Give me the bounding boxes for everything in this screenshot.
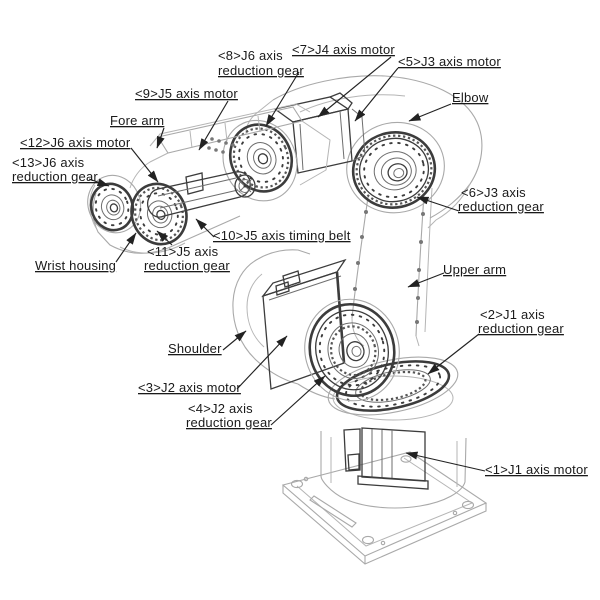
j4-flange-ring (222, 119, 298, 202)
label-j5-motor: <9>J5 axis motor (135, 86, 238, 101)
leader-upper-arm (407, 272, 445, 288)
label-j3-motor: <5>J3 axis motor (398, 54, 501, 69)
label-j2-motor: <3>J2 axis motor (138, 380, 241, 395)
j2-reduction-gear-flange (304, 298, 400, 402)
label-j5-reduction-gear: <11>J5 axis reduction gear (144, 244, 230, 273)
leader-5 (354, 67, 399, 122)
leader-shoulder (222, 330, 247, 351)
leader-11 (156, 230, 173, 246)
leader-4 (270, 375, 326, 426)
leader-lines (88, 56, 486, 472)
label-upper-arm: Upper arm (443, 262, 506, 277)
leader-1 (405, 451, 486, 472)
label-j1-reduction-gear: <2>J1 axis reduction gear (478, 307, 564, 336)
j3-elbow-bearing-ring (346, 121, 445, 214)
label-fore-arm: Fore arm (110, 113, 164, 128)
leader-6 (416, 196, 460, 212)
label-wrist-housing: Wrist housing (35, 258, 116, 273)
label-j6-reduction-gear-top: <8>J6 axis reduction gear (218, 48, 304, 78)
leader-8 (265, 71, 300, 127)
callout-labels: <8>J6 axis reduction gear <7>J4 axis mot… (12, 42, 588, 477)
leader-3 (236, 335, 288, 390)
leader-forearm (156, 127, 165, 149)
j2-motor (261, 258, 347, 390)
label-j6-motor: <12>J6 axis motor (20, 135, 131, 150)
label-j5-timing-belt: <10>J5 axis timing belt (213, 228, 351, 243)
label-j3-reduction-gear: <6>J3 axis reduction gear (458, 185, 544, 214)
label-j4-motor: <7>J4 axis motor (292, 42, 395, 57)
label-j2-reduction-gear: <4>J2 axis reduction gear (186, 401, 272, 430)
leader-elbow (408, 103, 452, 122)
j1-motor (343, 427, 429, 490)
leader-wrist (115, 232, 137, 263)
label-j1-motor: <1>J1 axis motor (485, 462, 588, 477)
forearm-frame (92, 103, 331, 254)
leader-12 (130, 147, 159, 183)
leader-2 (427, 333, 480, 375)
label-elbow: Elbow (452, 90, 489, 105)
leader-13 (88, 178, 110, 187)
leader-10 (195, 218, 215, 238)
upper-arm-link (351, 187, 433, 347)
leader-9 (198, 100, 229, 151)
label-j6-reduction-gear: <13>J6 axis reduction gear (12, 155, 98, 184)
leader-7 (317, 56, 392, 118)
j5-timing-belt (146, 171, 256, 218)
label-shoulder: Shoulder (168, 341, 222, 356)
j5-belt-pulley (234, 174, 256, 198)
